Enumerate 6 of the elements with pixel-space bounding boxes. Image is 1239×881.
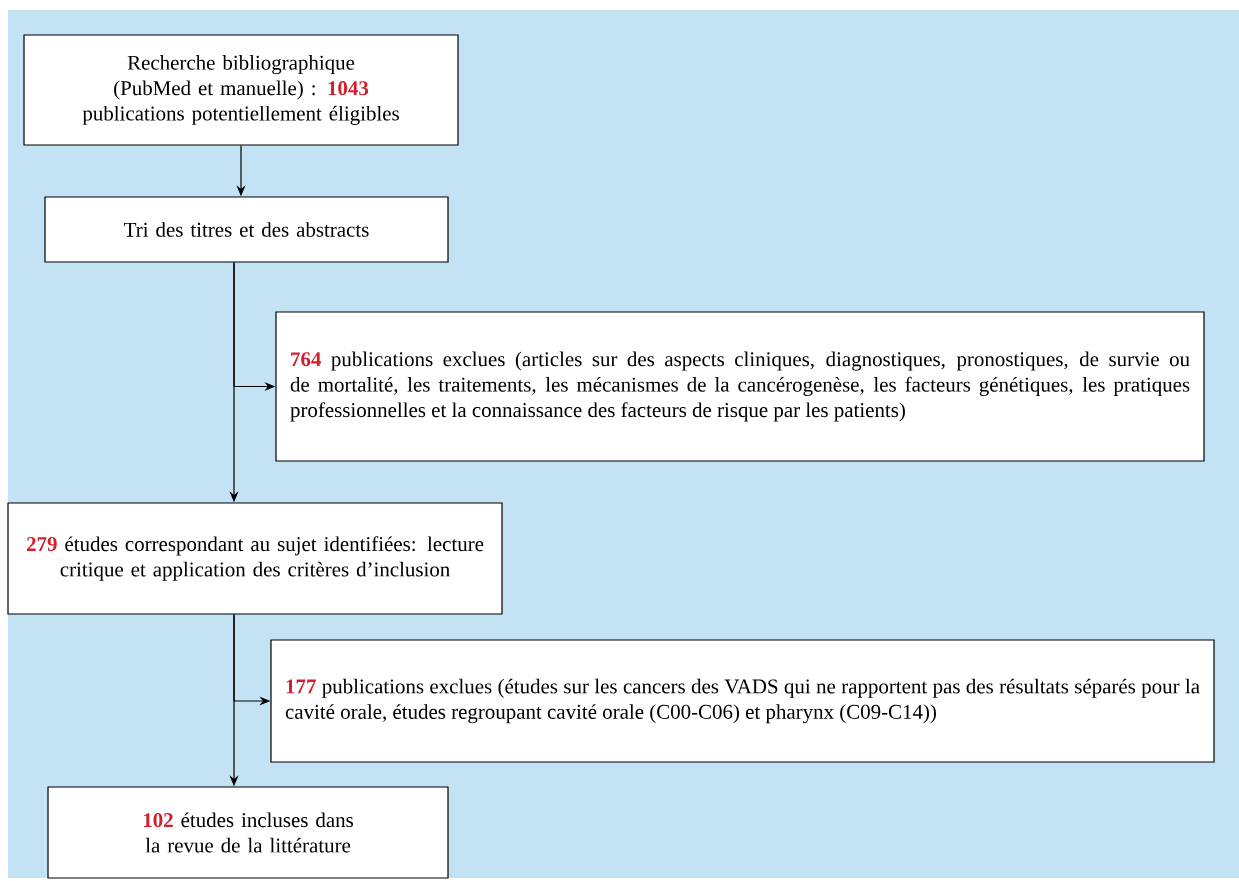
process-box: 102 études incluses dans la revue de la littérature [47,786,449,879]
process-box: Tri des titres et des abstracts [44,196,449,263]
process-box: 279 études correspondant au sujet identifiées: lecture critique et application des critères d’inclusion [7,502,503,615]
exclusion-box: 764 publications exclues (articles sur des aspects cliniques, diagnostiques, pronostiques, de survie ou de mortalité, les traitements, les mécanismes de la cancérogenèse, les facteurs génétiques, les pratiques professionnelles et la connaissance des facteurs de risque par les patients) [275,311,1205,462]
process-box: Recherche bibliographique (PubMed et manuelle) : 1043 publications potentiellement éligibles [23,34,459,146]
exclusion-box: 177 publications exclues (études sur les cancers des VADS qui ne rapportent pas des résultats séparés pour la cavité orale, études regroupant cavité orale (C00-C06) et pharynx (C09-C14)) [270,639,1215,763]
